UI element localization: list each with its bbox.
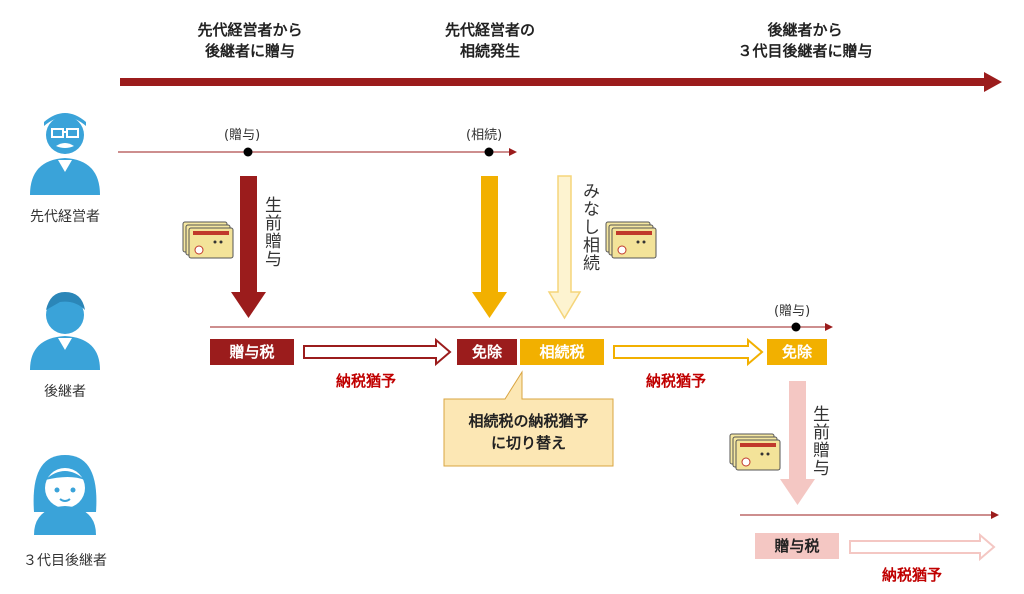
callout-line-1: 相続税の納税猶予 <box>468 412 589 430</box>
gift-event-label-2: (贈与) <box>774 304 811 319</box>
timeline-arrow <box>120 72 1002 92</box>
successor-timeline <box>210 322 833 332</box>
third-successor-label: ３代目後継者 <box>23 553 107 569</box>
deferral-arrow-3 <box>849 532 996 562</box>
gift-event-label-1: (贈与) <box>224 128 261 143</box>
first-manager-timeline <box>118 147 517 157</box>
phase-3-line-1: 後継者から <box>767 21 843 39</box>
deemed-inheritance-arrow <box>547 175 582 320</box>
inheritance-tax-box: 相続税 <box>520 339 604 365</box>
gift-tax-box-1: 贈与税 <box>210 339 294 365</box>
phase-2-line-1: 先代経営者の <box>444 21 535 39</box>
lifetime-gift-arrow-2 <box>780 381 815 505</box>
phase-1-line-2: 後継者に贈与 <box>204 42 295 60</box>
lifetime-gift-label-2: 生前贈与 <box>809 405 829 477</box>
exemption-box-2: 免除 <box>767 339 827 365</box>
deferral-arrow-2 <box>613 337 764 367</box>
deferral-label-2: 納税猶予 <box>646 372 707 390</box>
callout-shape <box>443 370 614 467</box>
gift-tax-box-2: 贈与税 <box>755 533 839 559</box>
deferral-label-3: 納税猶予 <box>882 566 943 584</box>
third-successor-icon <box>33 455 97 535</box>
phase-1-line-1: 先代経営者から <box>197 21 303 39</box>
successor-label: 後継者 <box>44 384 86 400</box>
phase-heading-2: 先代経営者の 相続発生 <box>390 20 590 62</box>
deferral-arrow-1 <box>303 337 452 367</box>
lifetime-gift-label-1: 生前贈与 <box>261 196 281 268</box>
money-bundle-icon-2 <box>605 221 657 259</box>
phase-heading-3: 後継者から ３代目後継者に贈与 <box>690 20 920 62</box>
first-manager-label: 先代経営者 <box>30 209 100 225</box>
callout-text: 相続税の納税猶予 に切り替え <box>444 410 613 454</box>
phase-2-line-2: 相続発生 <box>459 42 520 60</box>
inheritance-arrow <box>472 176 507 318</box>
lifetime-gift-arrow-1 <box>231 176 266 318</box>
phase-heading-1: 先代経営者から 後継者に贈与 <box>150 20 350 62</box>
phase-3-line-2: ３代目後継者に贈与 <box>737 42 873 60</box>
inheritance-event-label: (相続) <box>466 128 503 143</box>
deferral-label-1: 納税猶予 <box>336 372 397 390</box>
exemption-box-1: 免除 <box>457 339 517 365</box>
money-bundle-icon-1 <box>182 221 234 259</box>
deemed-inheritance-label: みなし相続 <box>579 182 599 272</box>
first-manager-icon <box>30 113 100 195</box>
money-bundle-icon-3 <box>729 433 781 471</box>
callout-line-2: に切り替え <box>490 434 566 452</box>
successor-icon <box>30 292 100 370</box>
